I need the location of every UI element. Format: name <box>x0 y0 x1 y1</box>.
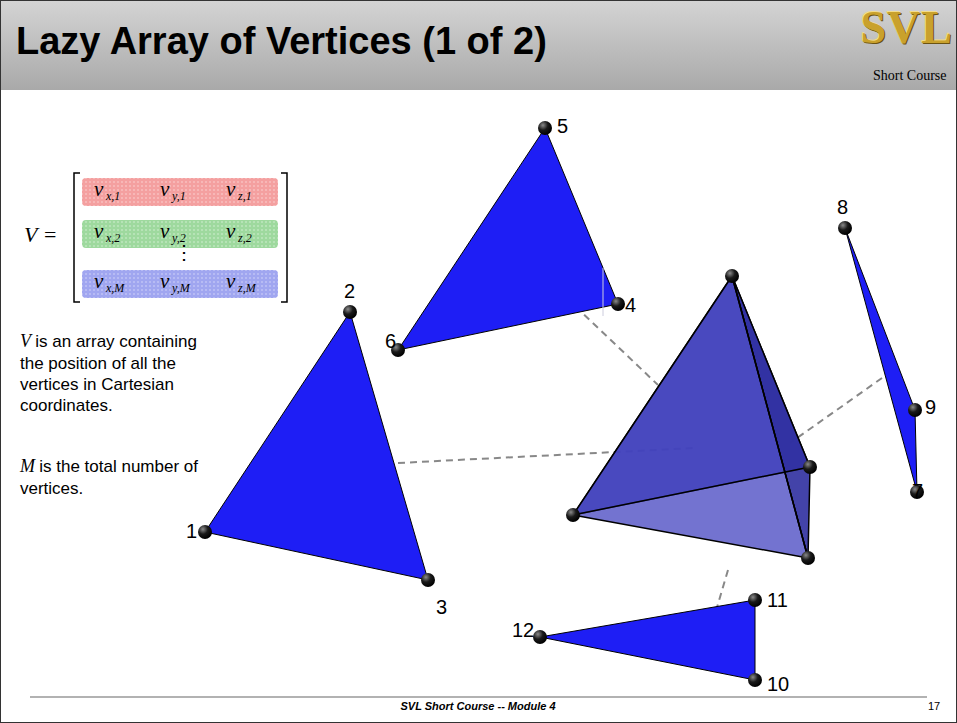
matrix-subscript: x,M <box>106 282 124 296</box>
description-text: is the total number of vertices. <box>20 457 198 498</box>
title-bar <box>0 0 957 90</box>
vertex-number: 11 <box>767 589 788 612</box>
matrix-entry: v <box>160 269 169 293</box>
matrix-entry: v <box>226 177 235 201</box>
highlight <box>603 268 604 316</box>
vertex-number: 2 <box>344 280 355 303</box>
matrix-subscript: z,M <box>238 282 256 296</box>
vertex-number: 7 <box>912 480 923 503</box>
ellipsis: ⋮ <box>174 241 194 264</box>
matrix-row <box>82 270 278 298</box>
matrix-bracket <box>281 173 287 302</box>
description-text: is an array containing the position of a… <box>20 332 197 415</box>
tetrahedron <box>573 276 810 558</box>
matrix-bracket <box>74 173 80 302</box>
logo-text: SVL <box>861 2 953 55</box>
footer-rule <box>30 696 927 698</box>
footer-text: SVL Short Course -- Module 4 <box>400 700 555 713</box>
matrix-subscript: x,2 <box>106 232 120 246</box>
matrix-name: V <box>24 222 37 247</box>
matrix-entry: v <box>160 219 169 243</box>
matrix-entry: v <box>94 177 103 201</box>
slide-title: Lazy Array of Vertices (1 of 2) <box>16 20 547 64</box>
description-var: V <box>20 331 31 351</box>
vertex-number: 12 <box>512 619 534 642</box>
equals-sign: = <box>44 222 56 247</box>
vertex-number: 5 <box>557 115 568 138</box>
matrix-entry: v <box>94 269 103 293</box>
page-number: 17 <box>928 700 940 713</box>
matrix-subscript: z,1 <box>238 190 252 204</box>
matrix-subscript: y,M <box>172 282 190 296</box>
logo-subtitle: Short Course <box>873 68 947 84</box>
matrix-subscript: y,1 <box>172 190 186 204</box>
vertex-ball <box>198 121 924 687</box>
matrix-entry: v <box>160 177 169 201</box>
matrix-entry: v <box>226 219 235 243</box>
matrix-subscript: x,1 <box>106 190 120 204</box>
vertex-number: 6 <box>385 330 396 353</box>
matrix-row <box>82 178 278 206</box>
description: Vis an array containing the position of … <box>20 330 198 416</box>
vertex-number: 1 <box>186 520 197 543</box>
vertex-number: 3 <box>436 596 447 619</box>
description: Mis the total number of vertices. <box>20 455 198 499</box>
vertex-number: 8 <box>837 196 848 219</box>
matrix-entry: v <box>94 219 103 243</box>
triangle <box>205 128 917 680</box>
vertex-number: 10 <box>767 673 789 696</box>
vertex-number: 4 <box>625 294 636 317</box>
vertex-number: 9 <box>925 396 936 419</box>
description-var: M <box>20 456 35 476</box>
matrix-subscript: z,2 <box>238 232 252 246</box>
matrix-entry: v <box>226 269 235 293</box>
